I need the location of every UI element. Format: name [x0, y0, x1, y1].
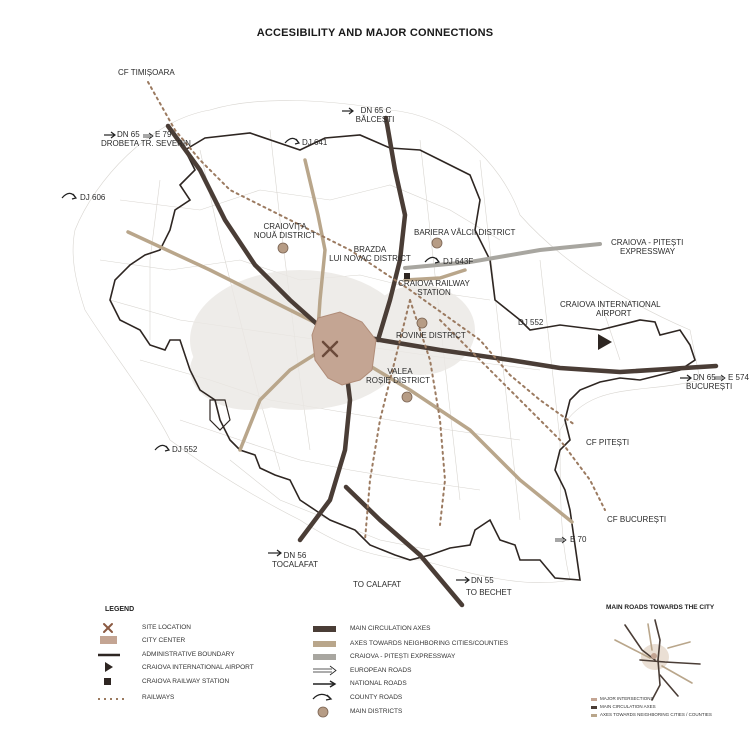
- expressway: [403, 242, 602, 270]
- legend-main-axes: MAIN CIRCULATION AXES: [350, 625, 431, 632]
- label-dj643f: DJ 643F: [443, 257, 474, 266]
- label-brazda-1: BRAZDA: [353, 245, 387, 254]
- label-craiovita-1: CRAIOVIȚA: [263, 222, 307, 231]
- label-bucuresti: BUCUREȘTI: [686, 382, 733, 391]
- legend-expressway: CRAIOVA - PITEȘTI EXPRESSWAY: [350, 653, 456, 660]
- road-arrows: [61, 107, 726, 584]
- map-title: ACCESIBILITY AND MAJOR CONNECTIONS: [256, 27, 494, 39]
- neighbor-axes: [126, 158, 574, 524]
- label-expressway-2: EXPRESSWAY: [620, 247, 676, 256]
- legend-national-roads: NATIONAL ROADS: [350, 680, 407, 687]
- label-to-bechet: TO BECHET: [466, 588, 512, 597]
- airport-marker: [598, 334, 612, 350]
- railway-station-marker: [404, 273, 410, 279]
- label-dj606: DJ 606: [80, 193, 106, 202]
- label-airport-1: CRAIOVA INTERNATIONAL: [560, 300, 661, 309]
- label-dn65-east: DN 65: [693, 373, 716, 382]
- label-to-calafat: TO CALAFAT: [353, 580, 402, 589]
- legend-railway-station: CRAIOVA RAILWAY STATION: [142, 678, 230, 685]
- legend-airport: CRAIOVA INTERNATIONAL AIRPORT: [142, 664, 254, 671]
- legend-county-roads: COUNTY ROADS: [350, 694, 403, 701]
- legend-main-districts: MAIN DISTRICTS: [350, 708, 403, 715]
- legend-city-center: CITY CENTER: [142, 637, 186, 644]
- label-railway-station-1: CRAIOVA RAILWAY: [398, 279, 470, 288]
- label-dj641: DJ 641: [302, 138, 328, 147]
- label-airport-2: AIRPORT: [596, 309, 632, 318]
- label-bariera: BARIERA VÂLCII DISTRICT: [414, 228, 516, 237]
- label-dj552-west: DJ 552: [172, 445, 198, 454]
- mini-legend-neighbor-axes: AXES TOWARDS NEIGHBORING CITIES / COUNTI…: [600, 712, 712, 717]
- railways: [147, 81, 606, 541]
- label-e79: E 79: [155, 130, 172, 139]
- legend-neighbor-axes: AXES TOWARDS NEIGHBORING CITIES/COUNTIES: [350, 640, 509, 647]
- label-tocalafat: TOCALAFAT: [272, 560, 318, 569]
- mini-legend-intersections: MAJOR INTERSECTIONS: [600, 696, 654, 701]
- urban-fabric: [72, 100, 701, 583]
- label-cf-bucuresti: CF BUCUREȘTI: [607, 515, 667, 524]
- label-dn65c: DN 65 C: [360, 106, 392, 115]
- mini-legend-main-axes: MAIN CIRCULATION AXES: [600, 704, 656, 709]
- city-center: [311, 311, 377, 386]
- label-dn56: DN 56: [283, 551, 307, 560]
- legend-site-location: SITE LOCATION: [142, 624, 191, 631]
- mini-map-title: MAIN ROADS TOWARDS THE CITY: [606, 604, 715, 611]
- mini-map: [591, 619, 701, 717]
- label-craiovita-2: NOUĂ DISTRICT: [253, 231, 317, 240]
- label-dn55: DN 55: [471, 576, 494, 585]
- legend-swatches: [98, 623, 337, 718]
- legend-title: LEGEND: [105, 606, 135, 613]
- label-cf-pitesti: CF PITEȘTI: [586, 438, 630, 447]
- administrative-boundary: [109, 132, 696, 581]
- label-balcesti: BĂLCEȘTI: [355, 115, 395, 124]
- label-dj552-east: DJ 552: [518, 318, 544, 327]
- label-rovine: ROVINE DISTRICT: [396, 331, 466, 340]
- label-brazda-2: LUI NOVAC DISTRICT: [329, 254, 411, 263]
- legend-railways: RAILWAYS: [142, 694, 175, 701]
- legend-european-roads: EUROPEAN ROADS: [350, 667, 412, 674]
- label-valea-2: ROȘIE DISTRICT: [365, 376, 430, 385]
- label-e70: E 70: [570, 535, 587, 544]
- boundary-inner: [209, 399, 231, 431]
- label-e574: E 574: [728, 373, 749, 382]
- site-location-marker: [321, 340, 339, 358]
- label-dn65-west: DN 65: [117, 130, 140, 139]
- label-drobeta: DROBETA TR. SEVERIN: [101, 139, 191, 148]
- main-axes: [165, 115, 719, 608]
- legend-admin-boundary: ADMINISTRATIVE BOUNDARY: [142, 651, 235, 658]
- label-valea-1: VALEA: [387, 367, 413, 376]
- district-dots: [277, 237, 443, 403]
- label-expressway-1: CRAIOVA - PITEȘTI: [611, 238, 684, 247]
- label-railway-station-2: STATION: [417, 288, 451, 297]
- label-cf-timisoara: CF TIMIȘOARA: [118, 68, 175, 77]
